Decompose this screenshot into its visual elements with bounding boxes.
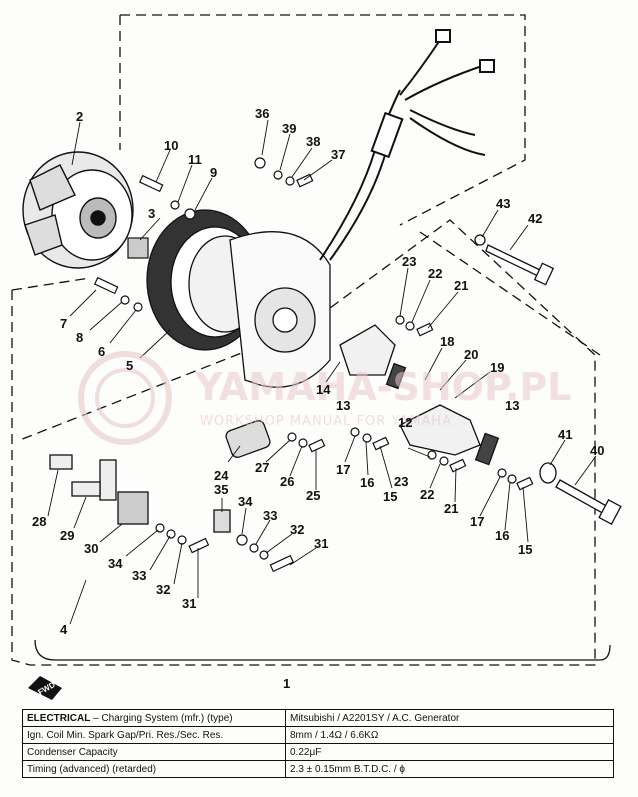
callout-18: 18 — [440, 334, 454, 349]
callout-33-left: 33 — [132, 568, 146, 583]
callout-37: 37 — [331, 147, 345, 162]
callout-14: 14 — [316, 382, 331, 397]
spec-value: Mitsubishi / A2201SY / A.C. Generator — [285, 709, 614, 727]
spec-label: Timing (advanced) (retarded) — [22, 760, 286, 778]
fwd-arrow-icon: FWD — [28, 676, 62, 700]
callout-19: 19 — [490, 360, 504, 375]
callout-4: 4 — [60, 622, 68, 637]
callout-42: 42 — [528, 211, 542, 226]
electrical-spec-table: ELECTRICAL – Charging System (mfr.) (typ… — [22, 709, 614, 778]
callout-22: 22 — [428, 266, 442, 281]
table-row: ELECTRICAL – Charging System (mfr.) (typ… — [22, 709, 614, 727]
generator-housing-part — [229, 231, 331, 388]
callout-23: 23 — [402, 254, 416, 269]
callout-16-left: 16 — [360, 475, 374, 490]
callout-23-lower: 23 — [394, 474, 408, 489]
governor-assembly-part — [339, 324, 500, 466]
callout-15-left: 15 — [383, 489, 397, 504]
callout-8: 8 — [76, 330, 83, 345]
callout-34-right: 34 — [238, 494, 253, 509]
callout-12: 12 — [398, 415, 412, 430]
spec-label: Condenser Capacity — [22, 743, 286, 761]
callout-11: 11 — [188, 152, 202, 167]
spec-value: 0.22μF — [285, 743, 614, 761]
callout-21-lower: 21 — [444, 501, 458, 516]
bolt-42-part — [474, 234, 555, 286]
callout-32-right: 32 — [290, 522, 304, 537]
callout-22-lower: 22 — [420, 487, 434, 502]
callout-17-right: 17 — [470, 514, 484, 529]
table-row: Condenser Capacity 0.22μF — [22, 743, 614, 761]
callout-31-left: 31 — [182, 596, 196, 611]
leader-lines — [47, 119, 597, 625]
callout-15-right: 15 — [518, 542, 532, 557]
bolt-40-part — [539, 462, 622, 525]
callout-16-right: 16 — [495, 528, 509, 543]
callout-24: 24 — [214, 468, 229, 483]
wire-harness-part — [319, 29, 495, 261]
table-row: Ign. Coil Min. Spark Gap/Pri. Res./Sec. … — [22, 726, 614, 744]
flywheel-part — [22, 151, 134, 269]
spec-label: Ign. Coil Min. Spark Gap/Pri. Res./Sec. … — [22, 726, 286, 744]
callout-numbers: 2 10 11 9 3 36 39 38 37 43 42 7 8 6 5 23… — [32, 106, 604, 691]
callout-34-left: 34 — [108, 556, 123, 571]
watermark: YAMAHA-SHOP.PL WORKSHOP MANUAL FOR YAMAH… — [78, 351, 571, 445]
callout-1: 1 — [283, 676, 290, 691]
callout-39: 39 — [282, 121, 296, 136]
callout-17-left: 17 — [336, 462, 350, 477]
callout-13-right: 13 — [505, 398, 519, 413]
small-fasteners — [93, 157, 534, 573]
spec-label-text: Timing (advanced) (retarded) — [27, 763, 157, 775]
table-row: Timing (advanced) (retarded) 2.3 ± 0.15m… — [22, 760, 614, 778]
callout-27: 27 — [255, 460, 269, 475]
callout-6: 6 — [98, 344, 105, 359]
callout-13-upper: 13 — [336, 398, 350, 413]
callout-33-right: 33 — [263, 508, 277, 523]
spec-category: ELECTRICAL — [27, 712, 91, 724]
callout-25: 25 — [306, 488, 320, 503]
pickup-coil-24-part — [225, 420, 271, 458]
callout-28: 28 — [32, 514, 46, 529]
contact-breaker-part — [49, 454, 231, 533]
callout-35: 35 — [214, 482, 228, 497]
spec-value: 8mm / 1.4Ω / 6.6KΩ — [285, 726, 614, 744]
callout-40: 40 — [590, 443, 604, 458]
callout-32-left: 32 — [156, 582, 170, 597]
callout-26: 26 — [280, 474, 294, 489]
spec-value: 2.3 ± 0.15mm B.T.D.C. / ϕ — [285, 760, 614, 778]
spec-label-text: Condenser Capacity — [27, 746, 118, 758]
spec-label-text: Ign. Coil Min. Spark Gap/Pri. Res./Sec. … — [27, 729, 224, 741]
callout-9: 9 — [210, 165, 217, 180]
callout-43: 43 — [496, 196, 510, 211]
callout-21: 21 — [454, 278, 468, 293]
pickup-boundary-2 — [419, 231, 601, 356]
exploded-parts-diagram: YAMAHA-SHOP.PL WORKSHOP MANUAL FOR YAMAH… — [11, 14, 622, 700]
callout-10: 10 — [164, 138, 178, 153]
callout-20: 20 — [464, 347, 478, 362]
callout-5: 5 — [126, 358, 133, 373]
callout-7: 7 — [60, 316, 67, 331]
callout-29: 29 — [60, 528, 74, 543]
callout-31-right: 31 — [314, 536, 328, 551]
pickup-boundary-3 — [11, 277, 91, 291]
callout-3: 3 — [148, 206, 155, 221]
callout-41: 41 — [558, 427, 572, 442]
group-bracket — [34, 639, 611, 661]
callout-38: 38 — [306, 134, 320, 149]
watermark-main: YAMAHA-SHOP.PL — [194, 365, 571, 409]
callout-36: 36 — [255, 106, 269, 121]
callout-30: 30 — [84, 541, 98, 556]
callout-2: 2 — [76, 109, 83, 124]
spec-label-text: – Charging System (mfr.) (type) — [90, 712, 233, 724]
watermark-sub: WORKSHOP MANUAL FOR YAMAHA — [200, 414, 452, 429]
spec-label: ELECTRICAL – Charging System (mfr.) (typ… — [22, 709, 286, 727]
